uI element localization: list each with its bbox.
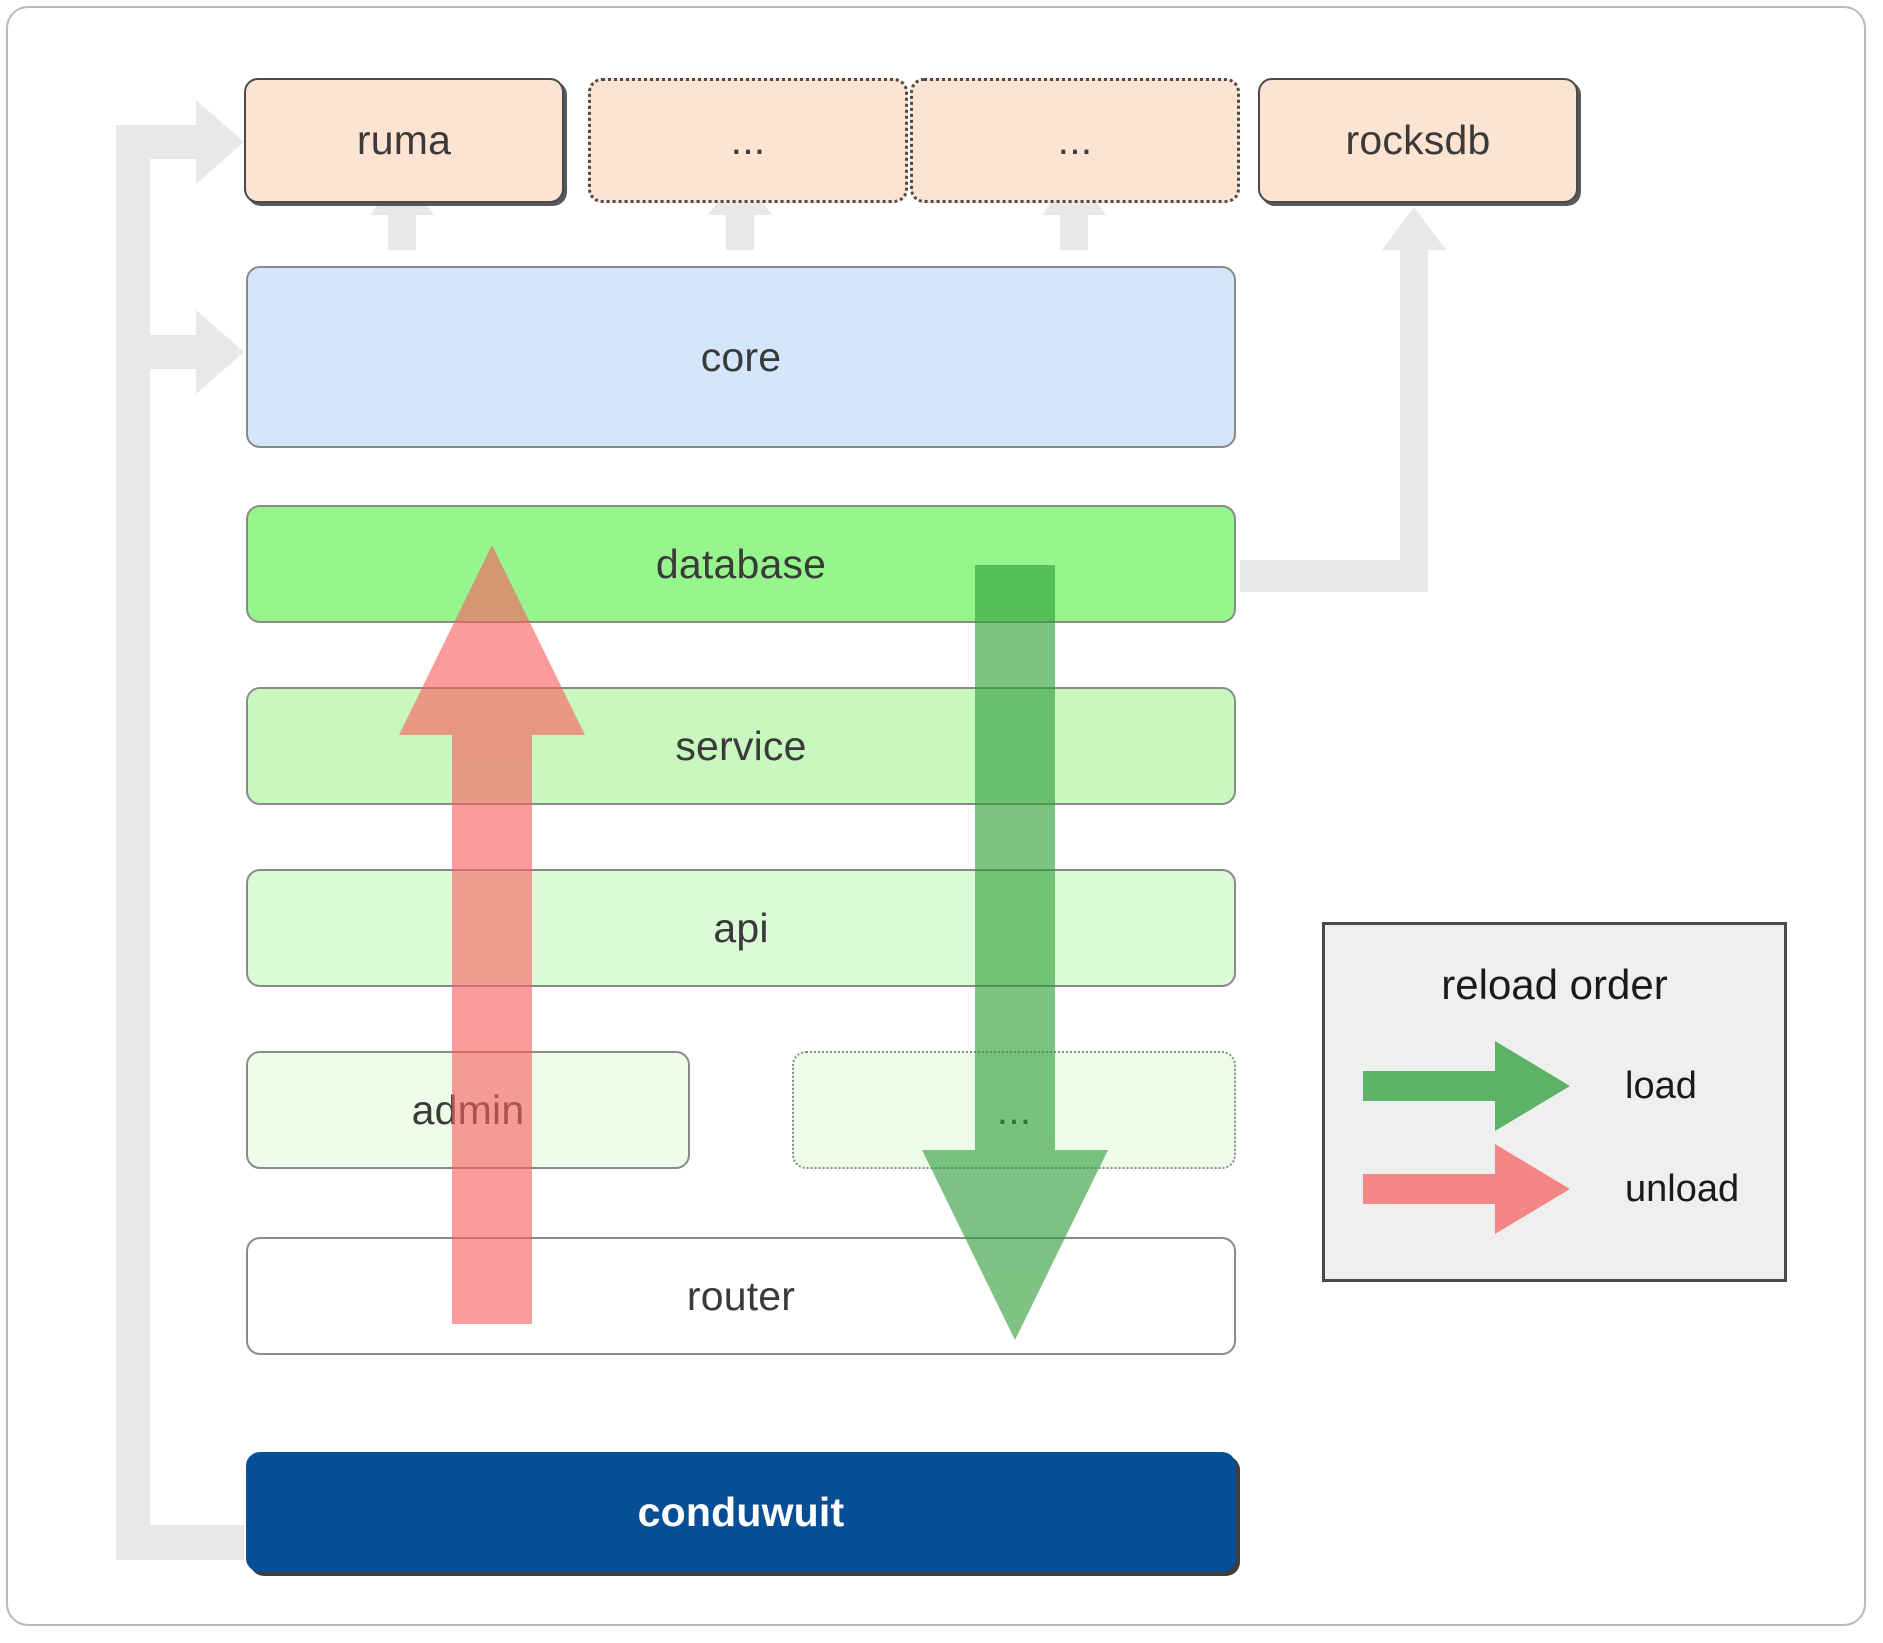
layer-label: api	[713, 904, 769, 951]
layer-label: ...	[996, 1086, 1032, 1133]
legend-title: reload order	[1441, 961, 1668, 1008]
layer-box-api[interactable]: api	[246, 869, 1236, 987]
crate-box-rocksdb[interactable]: rocksdb	[1258, 78, 1578, 203]
layer-box-ellipsis[interactable]: ...	[792, 1051, 1236, 1169]
layer-box-database[interactable]: database	[246, 505, 1236, 623]
layer-box-service[interactable]: service	[246, 687, 1236, 805]
legend-panel: reload order load unload	[1322, 922, 1787, 1282]
legend-label-unload: unload	[1625, 1168, 1740, 1210]
layer-label: service	[675, 722, 807, 769]
layer-label: router	[686, 1272, 796, 1319]
crate-label: ruma	[356, 117, 452, 163]
crate-box-ellipsis-1[interactable]: ...	[588, 78, 908, 203]
crate-label: ...	[1057, 117, 1093, 163]
legend-arrow-icons	[1363, 1041, 1570, 1234]
crate-label: ...	[730, 117, 766, 163]
crate-label: rocksdb	[1345, 117, 1491, 163]
diagram-frame	[6, 6, 1866, 1626]
unload-arrow-icon	[1363, 1144, 1570, 1234]
core-label: core	[700, 333, 782, 380]
layer-label: admin	[411, 1086, 525, 1133]
load-arrow-icon	[1363, 1041, 1570, 1131]
crate-box-ruma[interactable]: ruma	[244, 78, 564, 203]
legend-label-load: load	[1625, 1065, 1697, 1107]
app-label: conduwuit	[637, 1488, 845, 1535]
core-box[interactable]: core	[246, 266, 1236, 448]
layer-box-admin[interactable]: admin	[246, 1051, 690, 1169]
layer-label: database	[655, 540, 827, 587]
app-box-conduwuit[interactable]: conduwuit	[246, 1452, 1236, 1572]
crate-box-ellipsis-2[interactable]: ...	[910, 78, 1240, 203]
layer-box-router[interactable]: router	[246, 1237, 1236, 1355]
